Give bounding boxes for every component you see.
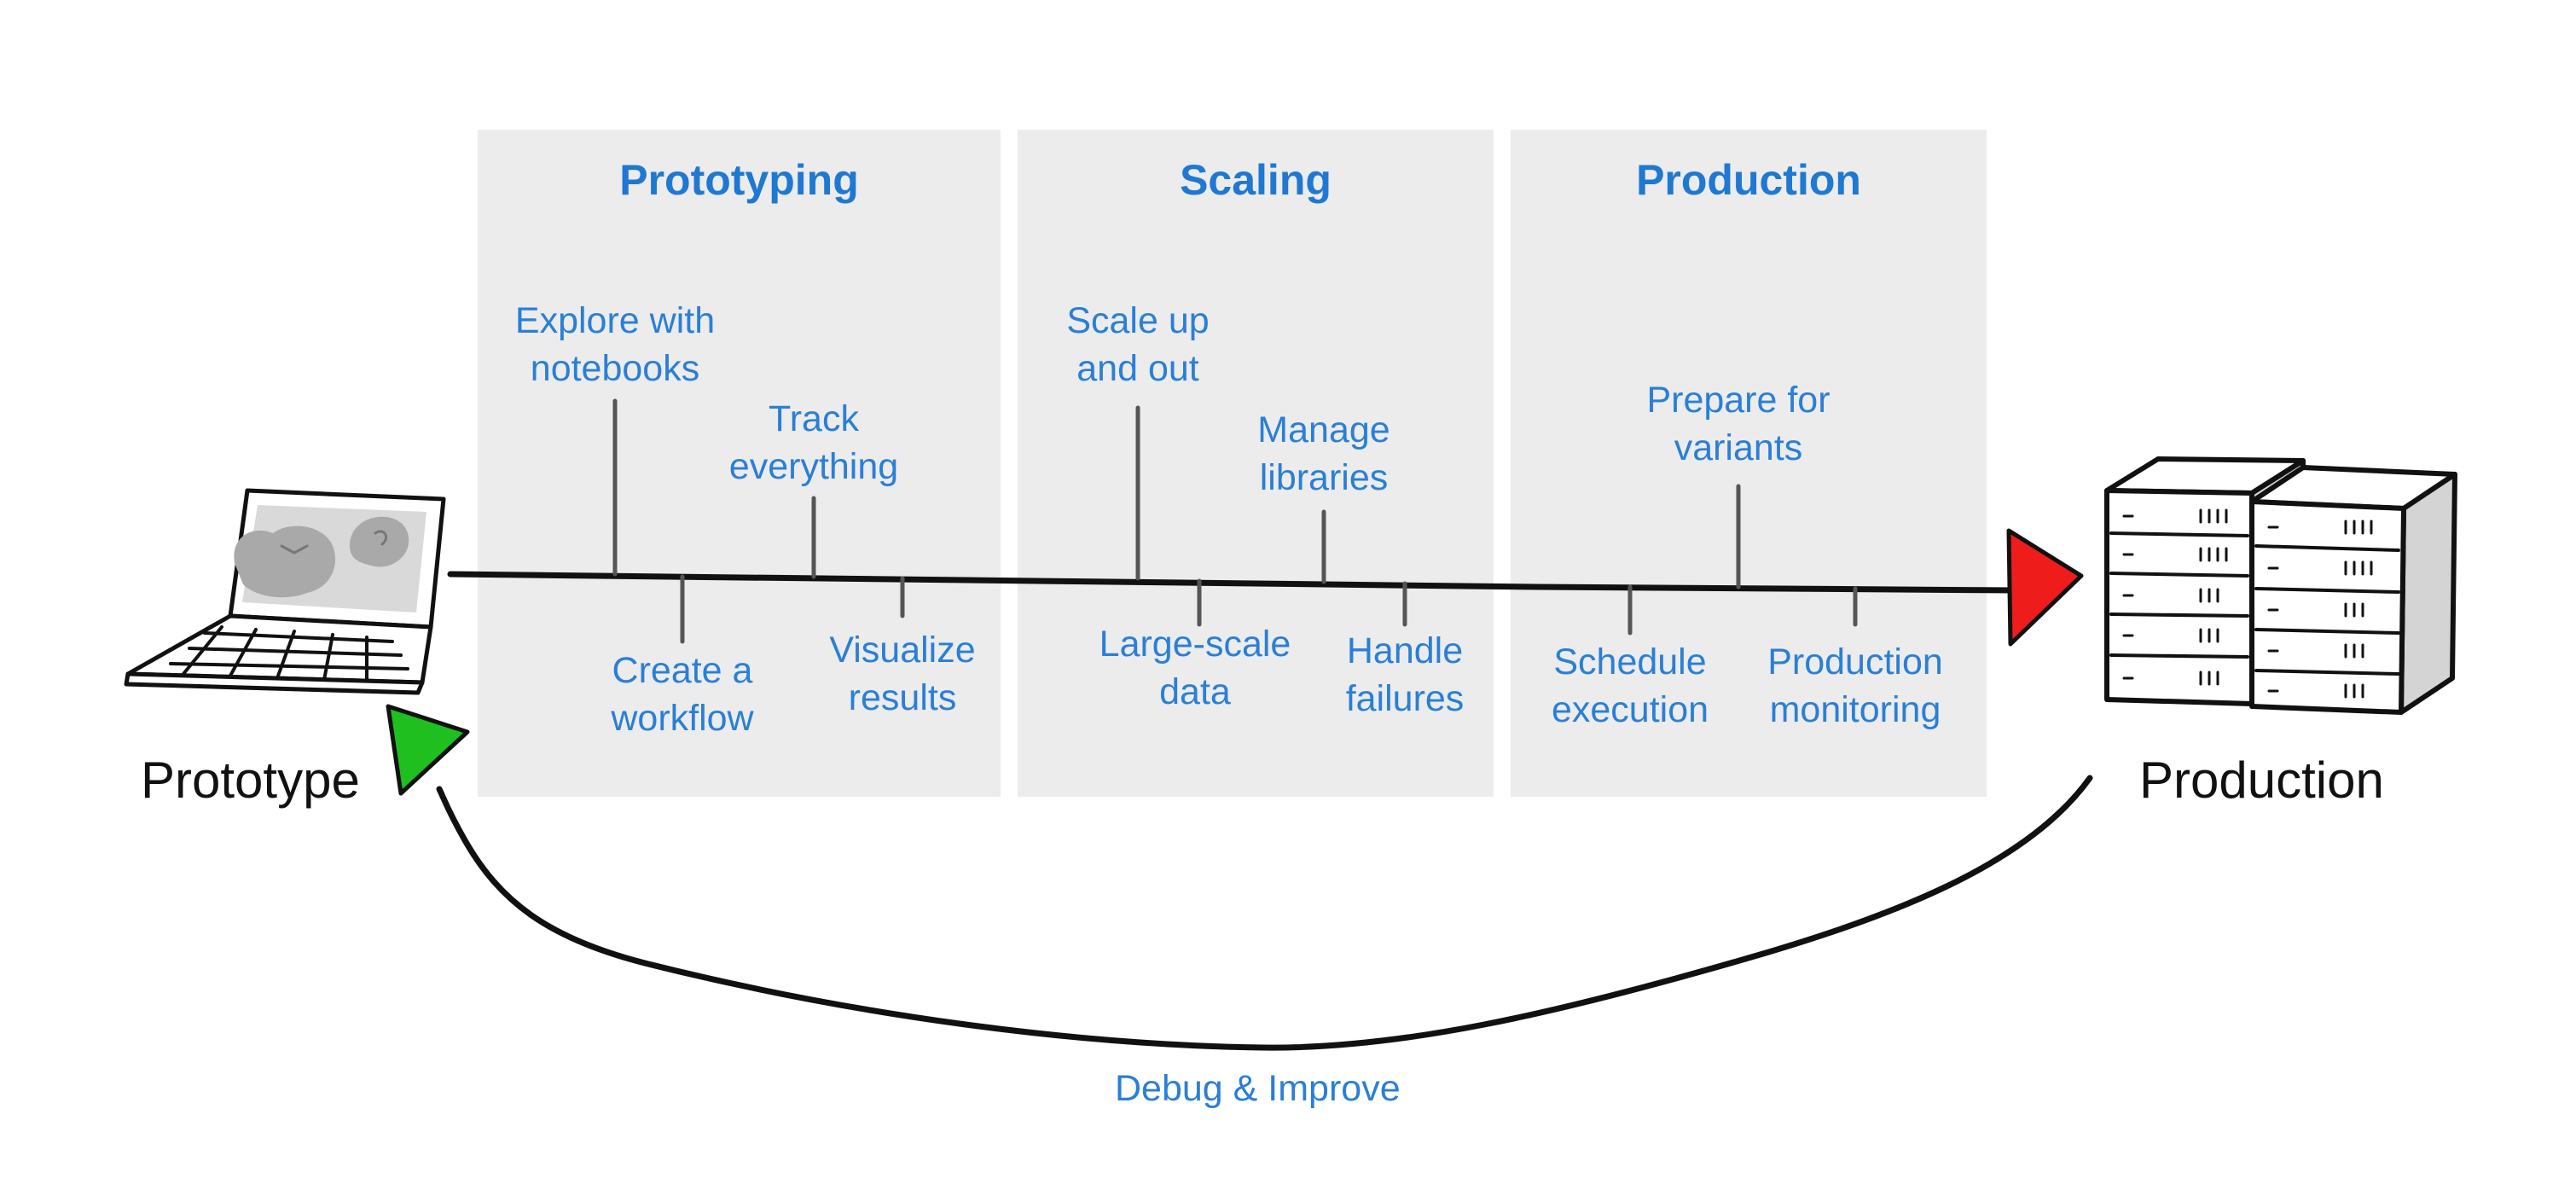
debug-improve-label: Debug & Improve — [1115, 1068, 1401, 1109]
step-prepare-for-variants: Prepare for variants — [1646, 380, 1830, 468]
phase-panel-prototyping — [478, 130, 1001, 797]
step-explore-with-notebooks: Explore with notebooks — [514, 300, 716, 389]
phase-title-production: Production — [1636, 156, 1861, 204]
timeline-end-arrow — [2006, 528, 2084, 647]
feedback-loop-line — [436, 775, 2093, 1051]
server-rack-icon — [2104, 456, 2457, 715]
step-manage-libraries: Manage libraries — [1257, 409, 1390, 498]
step-large-scale-data: Large-scale data — [1099, 624, 1291, 712]
timeline-line — [447, 571, 2021, 594]
prototype-label: Prototype — [141, 752, 360, 809]
step-production-monitoring: Production monitoring — [1767, 642, 1943, 730]
phase-title-prototyping: Prototyping — [619, 156, 859, 204]
phase-panel-production — [1511, 130, 1987, 797]
step-visualize-results: Visualize results — [829, 630, 976, 718]
laptop-icon — [124, 488, 446, 695]
start-arrow — [386, 704, 470, 796]
step-handle-failures: Handle failures — [1345, 630, 1465, 719]
phase-title-scaling: Scaling — [1180, 156, 1332, 204]
step-scale-up-and-out: Scale up and out — [1066, 300, 1210, 389]
step-track-everything: Track everything — [728, 398, 899, 487]
step-schedule-execution: Schedule execution — [1551, 642, 1709, 730]
step-create-workflow: Create a workflow — [611, 650, 754, 739]
phase-panel-scaling — [1018, 130, 1494, 797]
production-label: Production — [2139, 752, 2384, 809]
